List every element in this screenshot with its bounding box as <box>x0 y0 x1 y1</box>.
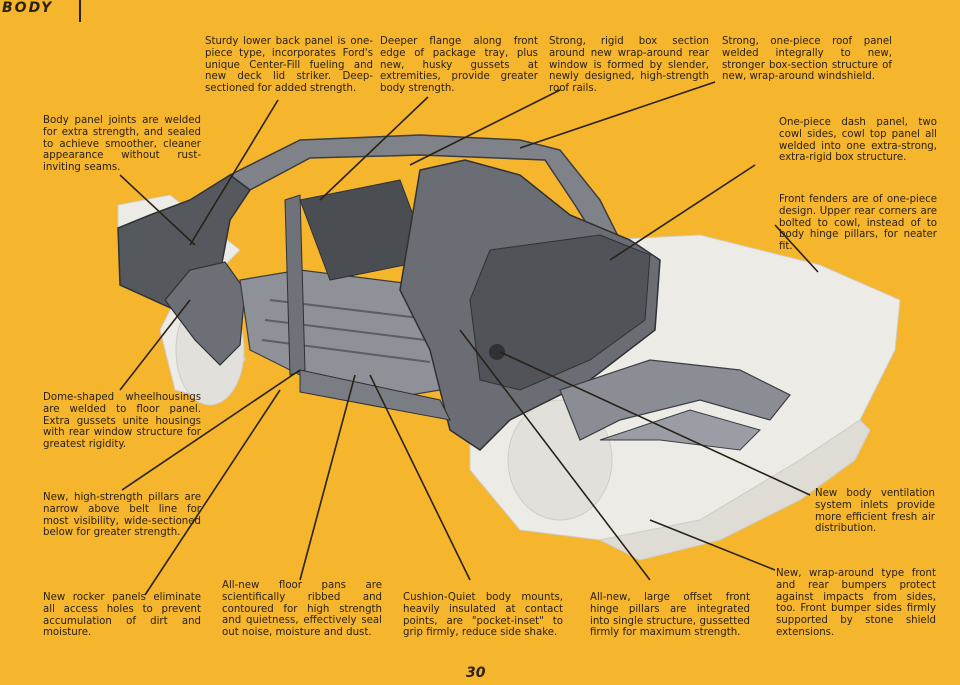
caption-pillars: New, high-strength pillars are narrow ab… <box>43 492 201 539</box>
caption-lower-back-panel: Sturdy lower back panel is one-piece typ… <box>205 36 373 95</box>
body-shell <box>117 134 791 451</box>
caption-ventilation: New body ventilation system inlets provi… <box>815 488 935 535</box>
caption-body-mounts: Cushion-Quiet body mounts, heavily insul… <box>403 592 563 639</box>
page-number: 30 <box>466 665 486 681</box>
caption-floor-pans: All-new floor pans are scientifically ri… <box>222 580 382 639</box>
caption-panel-joints: Body panel joints are welded for extra s… <box>43 115 201 174</box>
caption-package-tray-flange: Deeper flange along front edge of packag… <box>380 36 538 95</box>
caption-dash-panel: One-piece dash panel, two cowl sides, co… <box>779 117 937 164</box>
caption-rigid-box-section: Strong, rigid box section around new wra… <box>549 36 709 95</box>
caption-front-fenders: Front fenders are of one-piece design. U… <box>779 194 937 253</box>
caption-roof-panel: Strong, one-piece roof panel welded inte… <box>722 36 892 83</box>
section-title: BODY <box>2 0 54 16</box>
caption-hinge-pillars: All-new, large offset front hinge pillar… <box>590 592 750 639</box>
caption-wheelhousings: Dome-shaped wheelhousings are welded to … <box>43 392 201 451</box>
callout-leader-lines <box>119 81 819 596</box>
caption-bumpers: New, wrap-around type front and rear bum… <box>776 568 936 638</box>
section-title-rule <box>79 0 81 22</box>
caption-rocker-panels: New rocker panels eliminate all access h… <box>43 592 201 639</box>
